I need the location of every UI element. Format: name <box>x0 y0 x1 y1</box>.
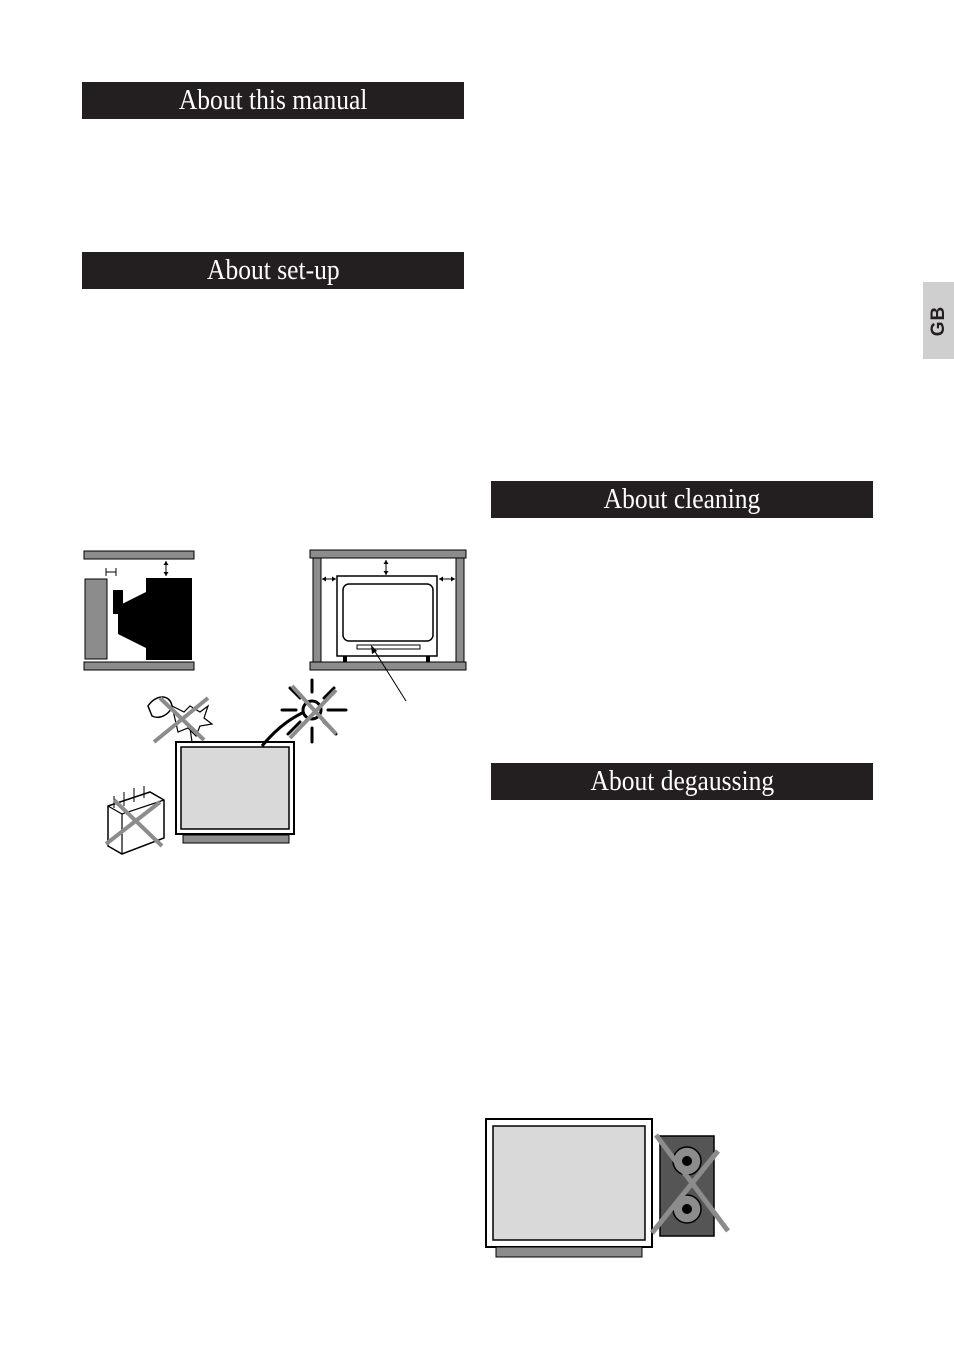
setup-side-view-illustration <box>83 550 195 671</box>
heading-about-manual: About this manual <box>82 82 464 119</box>
heading-about-setup: About set-up <box>82 252 464 289</box>
language-tab[interactable]: GB <box>923 282 954 359</box>
heading-about-degaussing: About degaussing <box>491 763 873 800</box>
heading-about-cleaning: About cleaning <box>491 481 873 518</box>
degaussing-illustration <box>485 1118 730 1258</box>
setup-front-view-illustration <box>309 549 467 702</box>
setup-hazards-illustration <box>104 678 348 855</box>
